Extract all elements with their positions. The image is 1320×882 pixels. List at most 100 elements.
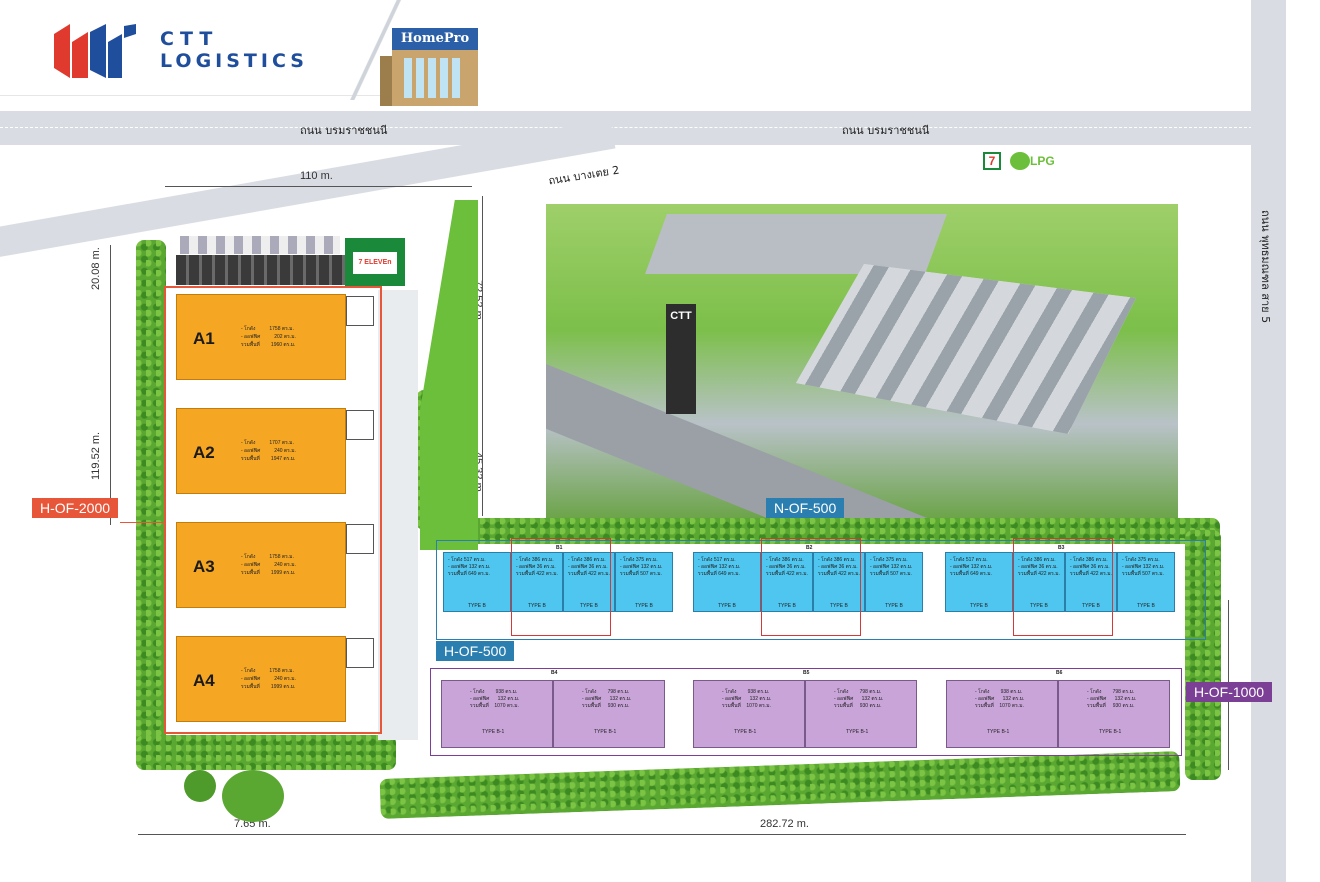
unit-b2-2[interactable]: - โกดัง 386 ตร.ม. - ออฟฟิศ 36 ตร.ม. รวมพ…: [761, 552, 813, 612]
zone-tag-n-of-500[interactable]: N-OF-500: [766, 498, 845, 518]
unit-spec: - โกดัง 517 ตร.ม. - ออฟฟิศ 132 ตร.ม. รวม…: [950, 557, 993, 577]
unit-type: TYPE B-1: [987, 729, 1010, 735]
unit-type: TYPE B: [1137, 603, 1155, 609]
logo-text-line2: LOGISTICS: [160, 50, 308, 72]
warehouse-a1[interactable]: A1- โกดัง 1758 ตร.ม. - ออฟฟิศ 202 ตร.ม. …: [176, 294, 346, 380]
block-label-b1: B1: [556, 545, 563, 551]
road-label-right: ถนน พุทธมณฑล สาย 5: [1259, 210, 1272, 324]
seven-eleven-icon: 7: [983, 152, 1001, 170]
unit-b1-2[interactable]: - โกดัง 386 ตร.ม. - ออฟฟิศ 36 ตร.ม. รวมพ…: [511, 552, 563, 612]
unit-b2-3[interactable]: - โกดัง 386 ตร.ม. - ออฟฟิศ 36 ตร.ม. รวมพ…: [813, 552, 865, 612]
unit-b5-2[interactable]: - โกดัง 798 ตร.ม. - ออฟฟิศ 132 ตร.ม. รวม…: [805, 680, 917, 748]
zone-tag-h-of-500[interactable]: H-OF-500: [436, 641, 515, 661]
unit-spec: - โกดัง 386 ตร.ม. - ออฟฟิศ 36 ตร.ม. รวมพ…: [1070, 557, 1112, 577]
zone-h-of-1000-outline: [430, 668, 1182, 756]
unit-type: TYPE B: [718, 603, 736, 609]
tree-1: [184, 770, 216, 802]
unit-spec: - โกดัง 375 ตร.ม. - ออฟฟิศ 132 ตร.ม. รวม…: [870, 557, 913, 577]
unit-b3-2[interactable]: - โกดัง 386 ตร.ม. - ออฟฟิศ 36 ตร.ม. รวมพ…: [1013, 552, 1065, 612]
unit-spec: - โกดัง 798 ตร.ม. - ออฟฟิศ 132 ตร.ม. รวม…: [582, 689, 632, 709]
dim-left-main: 119.52 m.: [90, 431, 102, 480]
unit-type: TYPE B: [970, 603, 988, 609]
warehouse-office: [346, 410, 374, 440]
block-outline-red: [1013, 538, 1113, 636]
seven-eleven-sign: 7 ELEVEn: [353, 252, 397, 274]
block-label-b5: B5: [803, 670, 810, 676]
unit-b2-1[interactable]: - โกดัง 517 ตร.ม. - ออฟฟิศ 132 ตร.ม. รวม…: [693, 552, 761, 612]
tree-2: [222, 770, 284, 822]
unit-spec: - โกดัง 375 ตร.ม. - ออฟฟิศ 132 ตร.ม. รวม…: [620, 557, 663, 577]
hedge-top-strip: [430, 518, 1220, 544]
unit-type: TYPE B: [528, 603, 546, 609]
lpg-icon: [1010, 152, 1030, 170]
block-label-b3: B3: [1058, 545, 1065, 551]
unit-b1-4[interactable]: - โกดัง 375 ตร.ม. - ออฟฟิศ 132 ตร.ม. รวม…: [615, 552, 673, 612]
unit-spec: - โกดัง 386 ตร.ม. - ออฟฟิศ 36 ตร.ม. รวมพ…: [568, 557, 610, 577]
unit-b4-2[interactable]: - โกดัง 798 ตร.ม. - ออฟฟิศ 132 ตร.ม. รวม…: [553, 680, 665, 748]
lpg-label: LPG: [1030, 154, 1055, 168]
warehouse-a2[interactable]: A2 - โกดัง 1707 ตร.ม. - ออฟฟิศ 240 ตร.ม. …: [176, 408, 346, 494]
dim-bottom-main: 282.72 m.: [760, 818, 809, 830]
render-tower-sign: CTT: [670, 310, 692, 322]
block-label-b6: B6: [1056, 670, 1063, 676]
render-warehouse-back: [645, 214, 947, 274]
unit-type: TYPE B: [885, 603, 903, 609]
parking-row: [180, 236, 340, 254]
seven-eleven-store: 7 ELEVEn: [345, 238, 405, 286]
unit-type: TYPE B-1: [594, 729, 617, 735]
unit-b6-2[interactable]: - โกดัง 798 ตร.ม. - ออฟฟิศ 132 ตร.ม. รวม…: [1058, 680, 1170, 748]
unit-spec: - โกดัง 375 ตร.ม. - ออฟฟิศ 132 ตร.ม. รวม…: [1122, 557, 1165, 577]
dim-left-top: 20.08 m.: [90, 247, 102, 290]
homepro-building: HomePro: [380, 28, 480, 108]
warehouse-spec: - โกดัง 1758 ตร.ม. - ออฟฟิศ 240 ตร.ม. รว…: [241, 668, 296, 690]
ctt-logo-icon: [54, 24, 136, 78]
logo-text-line1: CTT: [160, 28, 219, 50]
unit-b3-3[interactable]: - โกดัง 386 ตร.ม. - ออฟฟิศ 36 ตร.ม. รวมพ…: [1065, 552, 1117, 612]
unit-type: TYPE B: [635, 603, 653, 609]
zone-h-of-500-outline: [436, 540, 1206, 640]
block-outline-red: [761, 538, 861, 636]
unit-b1-1[interactable]: - โกดัง 517 ตร.ม. - ออฟฟิศ 132 ตร.ม. รวม…: [443, 552, 511, 612]
hedge-right: [1185, 530, 1221, 780]
unit-b6-1[interactable]: - โกดัง 938 ตร.ม. - ออฟฟิศ 132 ตร.ม. รวม…: [946, 680, 1058, 748]
render-tower: [666, 304, 696, 414]
unit-b3-4[interactable]: - โกดัง 375 ตร.ม. - ออฟฟิศ 132 ตร.ม. รวม…: [1117, 552, 1175, 612]
unit-type: TYPE B: [778, 603, 796, 609]
road-label-top-right: ถนน บรมราชชนนี: [842, 124, 930, 137]
zone-tag-h-of-1000[interactable]: H-OF-1000: [1186, 682, 1273, 702]
road-label-top-left: ถนน บรมราชชนนี: [300, 124, 388, 137]
zone-h-of-2000-outline: [164, 286, 382, 734]
unit-type: TYPE B-1: [846, 729, 869, 735]
unit-spec: - โกดัง 386 ตร.ม. - ออฟฟิศ 36 ตร.ม. รวมพ…: [818, 557, 860, 577]
unit-spec: - โกดัง 386 ตร.ม. - ออฟฟิศ 36 ตร.ม. รวมพ…: [1018, 557, 1060, 577]
zone-tag-h-of-2000[interactable]: H-OF-2000: [32, 498, 119, 518]
render-warehouse-main: [796, 264, 1136, 434]
shophouse-row: [176, 255, 366, 285]
warehouse-office: [346, 524, 374, 554]
warehouse-name: A2: [193, 443, 215, 462]
unit-spec: - โกดัง 386 ตร.ม. - ออฟฟิศ 36 ตร.ม. รวมพ…: [516, 557, 558, 577]
unit-b4-1[interactable]: - โกดัง 938 ตร.ม. - ออฟฟิศ 132 ตร.ม. รวม…: [441, 680, 553, 748]
unit-b3-1[interactable]: - โกดัง 517 ตร.ม. - ออฟฟิศ 132 ตร.ม. รวม…: [945, 552, 1013, 612]
unit-type: TYPE B-1: [482, 729, 505, 735]
warehouse-spec: - โกดัง 1707 ตร.ม. - ออฟฟิศ 240 ตร.ม. รว…: [241, 440, 296, 462]
unit-b2-4[interactable]: - โกดัง 375 ตร.ม. - ออฟฟิศ 132 ตร.ม. รวม…: [865, 552, 923, 612]
road-label-bangtoei: ถนน บางเตย 2: [547, 163, 621, 188]
block-label-b4: B4: [551, 670, 558, 676]
road-phutthamonthon-5: [1251, 0, 1286, 882]
homepro-roof: HomePro: [392, 28, 478, 50]
warehouse-name: A3: [193, 557, 215, 576]
warehouse-name: A1: [193, 329, 215, 348]
unit-b1-3[interactable]: - โกดัง 386 ตร.ม. - ออฟฟิศ 36 ตร.ม. รวมพ…: [563, 552, 615, 612]
hedge-left: [136, 240, 166, 760]
unit-b5-1[interactable]: - โกดัง 938 ตร.ม. - ออฟฟิศ 132 ตร.ม. รวม…: [693, 680, 805, 748]
unit-type: TYPE B: [1030, 603, 1048, 609]
project-render-image: CTT: [546, 204, 1178, 518]
homepro-facade: [392, 50, 478, 106]
unit-spec: - โกดัง 386 ตร.ม. - ออฟฟิศ 36 ตร.ม. รวมพ…: [766, 557, 808, 577]
warehouse-a4[interactable]: A4 - โกดัง 1758 ตร.ม. - ออฟฟิศ 240 ตร.ม. …: [176, 636, 346, 722]
warehouse-name: A4: [193, 671, 215, 690]
unit-spec: - โกดัง 517 ตร.ม. - ออฟฟิศ 132 ตร.ม. รวม…: [448, 557, 491, 577]
hedge-bottom-left: [136, 735, 396, 770]
warehouse-a3[interactable]: A3- โกดัง 1758 ตร.ม. - ออฟฟิศ 240 ตร.ม. …: [176, 522, 346, 608]
